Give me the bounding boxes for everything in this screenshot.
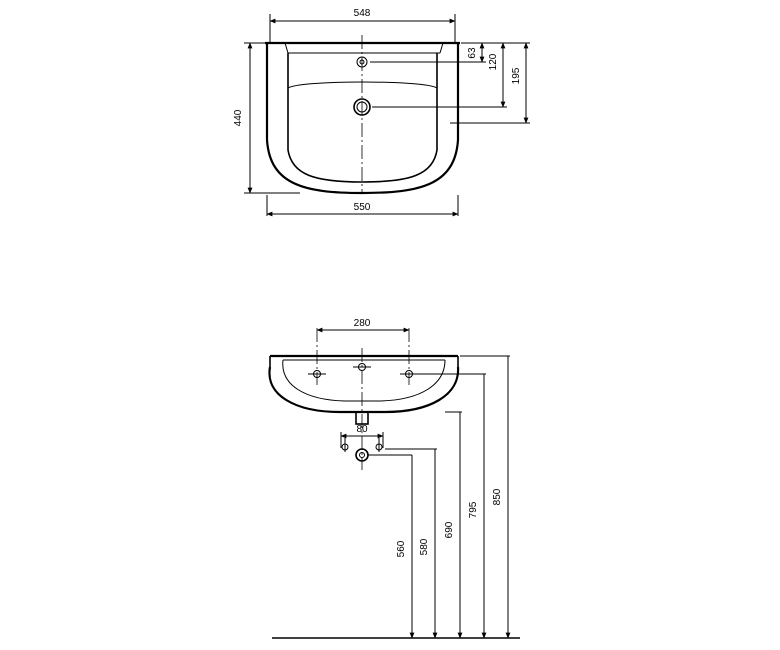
dim-690: 690: [444, 411, 463, 639]
dim-560-label: 560: [396, 540, 407, 557]
basin-outer-outline: [265, 43, 460, 195]
dim-548-label: 548: [354, 8, 371, 19]
dim-548: 548: [269, 8, 456, 42]
dim-580-label: 580: [419, 538, 430, 555]
dim-195-label: 195: [511, 67, 522, 84]
waste-outlet: [355, 411, 369, 425]
dim-440: 440: [233, 42, 300, 194]
dim-80-label: 80: [356, 424, 368, 435]
front-view: 280 80 560 580: [268, 318, 520, 639]
basin-inner-bowl: [287, 53, 438, 183]
dim-795: 795: [413, 373, 487, 639]
top-view: 548 550 440 63 120: [233, 8, 530, 217]
dim-795-label: 795: [468, 501, 479, 518]
basin-bowl-rim: [287, 81, 438, 89]
dim-690-label: 690: [444, 521, 455, 538]
dim-280-label: 280: [354, 318, 371, 329]
dim-850-label: 850: [492, 488, 503, 505]
dim-63-label: 63: [467, 47, 478, 59]
dim-280: 280: [316, 318, 410, 333]
dim-550-label: 550: [354, 202, 371, 213]
basin-back-edge: [265, 41, 460, 54]
dim-195: 195: [450, 42, 530, 124]
dim-850: 850: [460, 355, 511, 639]
trap-fitting: [341, 438, 412, 462]
dim-580: 580: [385, 448, 438, 639]
dim-440-label: 440: [233, 109, 244, 126]
dim-560: 560: [396, 455, 415, 639]
dim-120-label: 120: [488, 53, 499, 70]
dim-550: 550: [266, 195, 459, 217]
dim-80: 80: [340, 424, 384, 448]
